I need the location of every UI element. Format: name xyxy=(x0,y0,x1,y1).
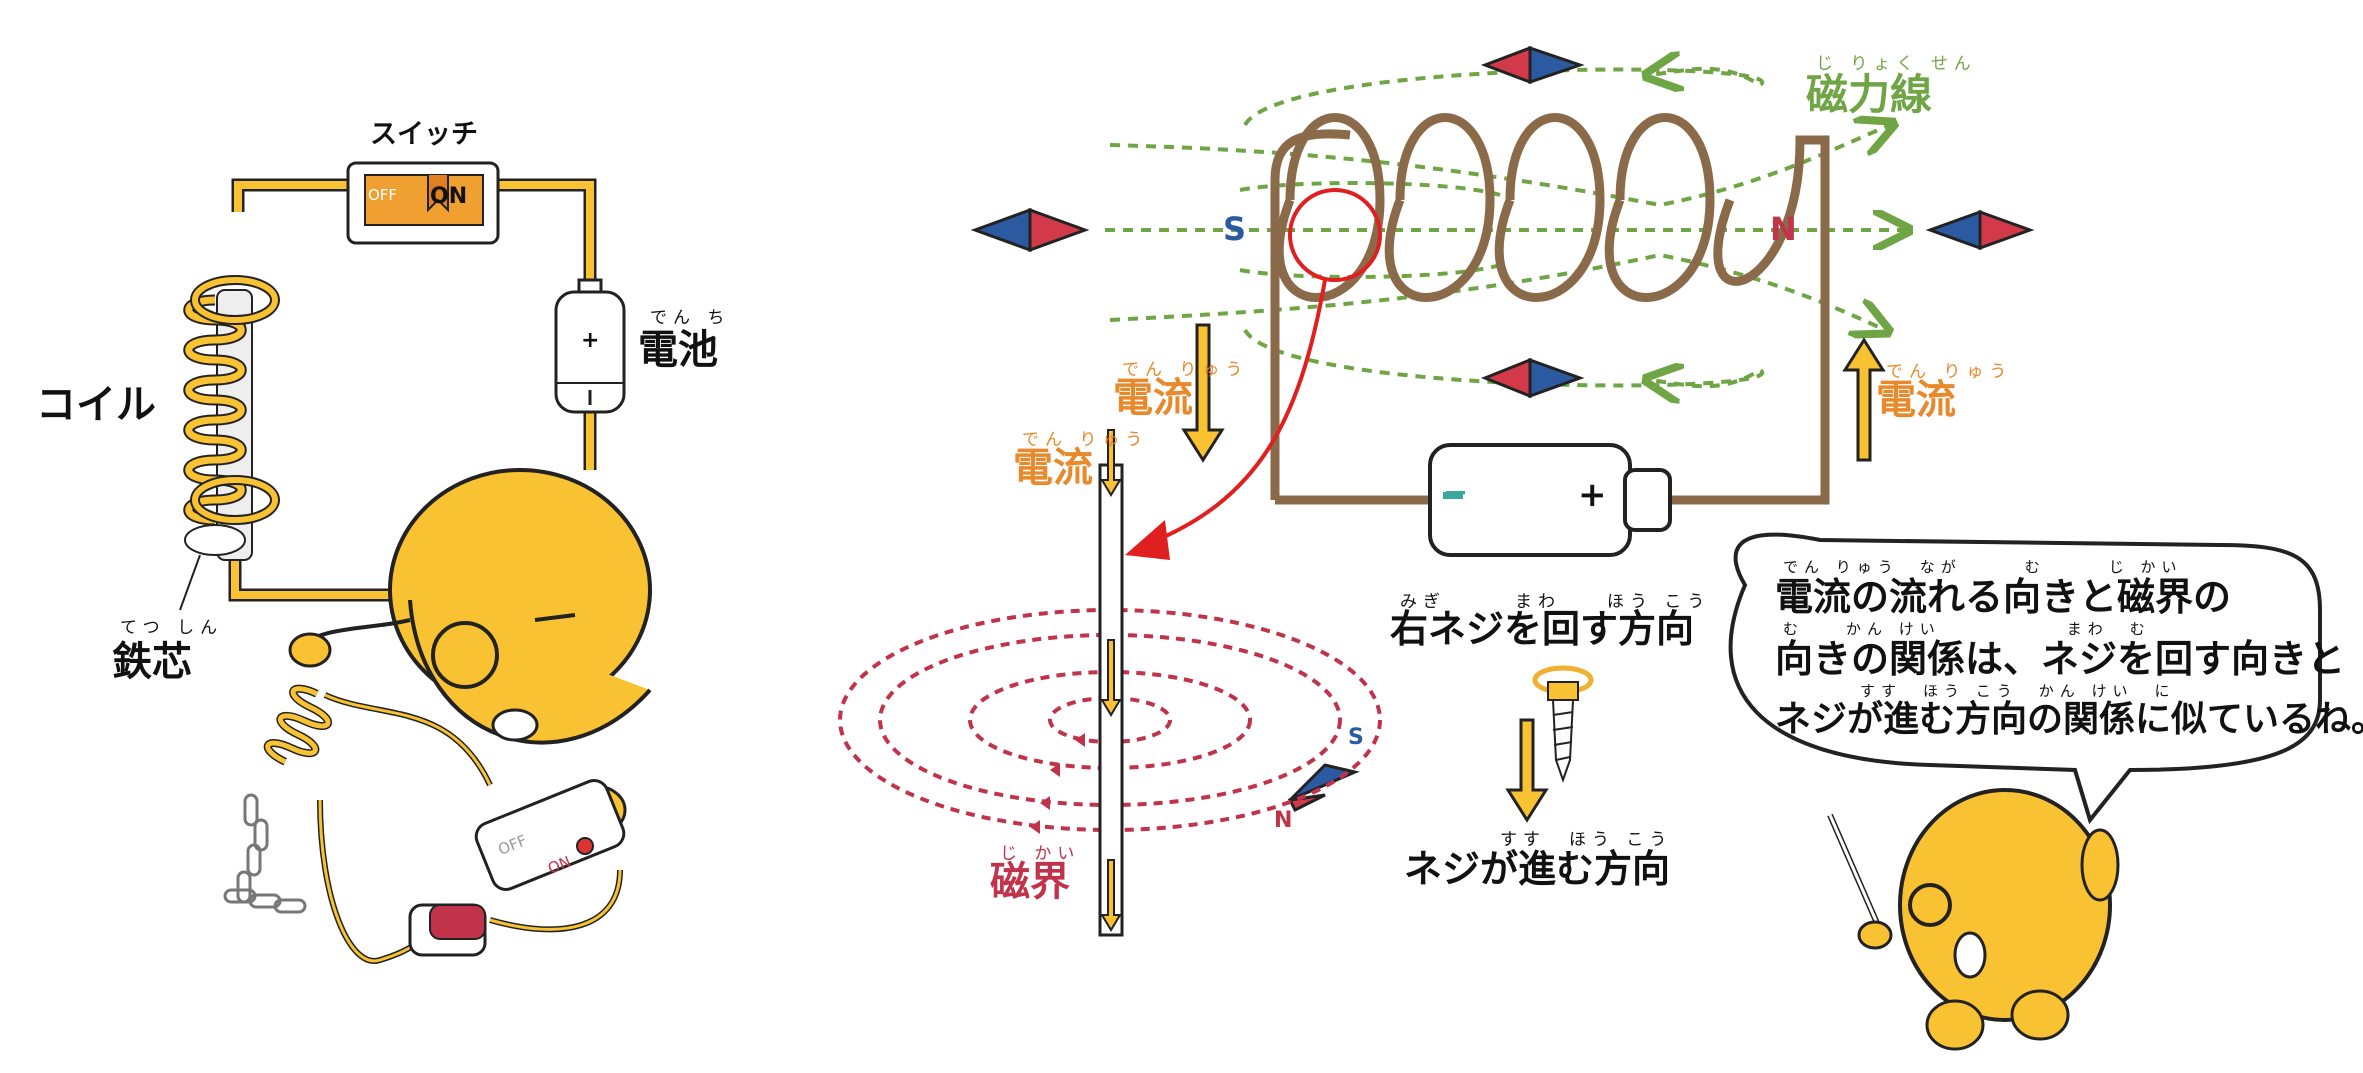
coil-left xyxy=(179,275,280,611)
battery-label: 電池 xyxy=(638,327,718,373)
speech-line3-ruby: すす ほう こう かん けい に xyxy=(1860,682,2176,700)
current-label-a: 電流 xyxy=(1113,375,1193,421)
pole-s-label: S xyxy=(1223,210,1247,248)
battery-label-ruby: でん ち xyxy=(650,308,731,328)
compass-n-label: N xyxy=(1274,808,1293,833)
magnetic-field-label: 磁界 xyxy=(990,859,1070,905)
core-label: 鉄芯 xyxy=(112,639,192,685)
character-right xyxy=(1827,788,2120,1051)
screw-turn-label: 右ネジを回す方向 xyxy=(1390,607,1695,651)
compass-needles xyxy=(970,45,2035,813)
battery-minus: − xyxy=(1443,475,1469,510)
compass-right xyxy=(1925,209,2035,251)
zoom-indicator xyxy=(1125,188,1382,560)
compass-top xyxy=(1480,45,1585,85)
switch-off-label: OFF xyxy=(368,186,398,204)
switch-on-label: ON xyxy=(430,184,468,209)
speech-line1: 電流の流れる向きと磁界の xyxy=(1775,575,2232,619)
screw-advance-ruby: すす ほう こう xyxy=(1500,830,1673,850)
compass-bottom xyxy=(1480,357,1585,399)
magnetic-field-ruby: じ かい xyxy=(1000,844,1081,864)
compass-left xyxy=(970,207,1090,253)
battery-small xyxy=(408,903,487,957)
core-label-ruby: てつ しん xyxy=(120,618,224,638)
current-label-b-ruby: でん りゅう xyxy=(1022,430,1149,450)
current-label-c: 電流 xyxy=(1876,377,1956,423)
field-lines-label: 磁力線 xyxy=(1806,70,1933,119)
speech-line1-ruby: でん りゅう なが む じ かい xyxy=(1783,558,2183,576)
battery-middle xyxy=(1428,443,1672,557)
straight-wire xyxy=(1098,429,1124,937)
compass-s-label: S xyxy=(1348,725,1364,750)
screw-icon xyxy=(1532,665,1594,784)
switch xyxy=(346,161,500,245)
speech-line2-ruby: む かん けい まわ む xyxy=(1783,620,2151,638)
battery-left xyxy=(554,278,626,414)
field-ring-arrows xyxy=(1030,733,1085,834)
remote-switch xyxy=(474,779,626,891)
screw-turn-ruby: みぎ まわ ほう こう xyxy=(1400,592,1711,612)
current-arrows xyxy=(1181,323,1886,823)
battery-middle-plus: + xyxy=(1578,475,1607,515)
speech-line2: 向きの関係は、ネジを回す向きと xyxy=(1775,637,2346,681)
coil-label: コイル xyxy=(36,382,156,428)
pole-n-label: N xyxy=(1770,210,1797,248)
current-label-a-ruby: でん りゅう xyxy=(1122,360,1249,380)
switch-label: スイッチ xyxy=(370,119,478,150)
field-lines-ruby: じ りょく せん xyxy=(1816,54,1977,74)
solenoid-coil xyxy=(1270,113,1830,505)
current-label-c-ruby: でん りゅう xyxy=(1886,362,2013,382)
current-label-b: 電流 xyxy=(1013,445,1093,491)
left-circuit xyxy=(228,178,597,602)
screw-advance-label: ネジが進む方向 xyxy=(1404,847,1671,891)
speech-line3: ネジが進む方向の関係に似ているね。 xyxy=(1775,699,2363,740)
battery-plus: + xyxy=(581,328,600,353)
speech-bubble-shape xyxy=(1728,532,2322,825)
